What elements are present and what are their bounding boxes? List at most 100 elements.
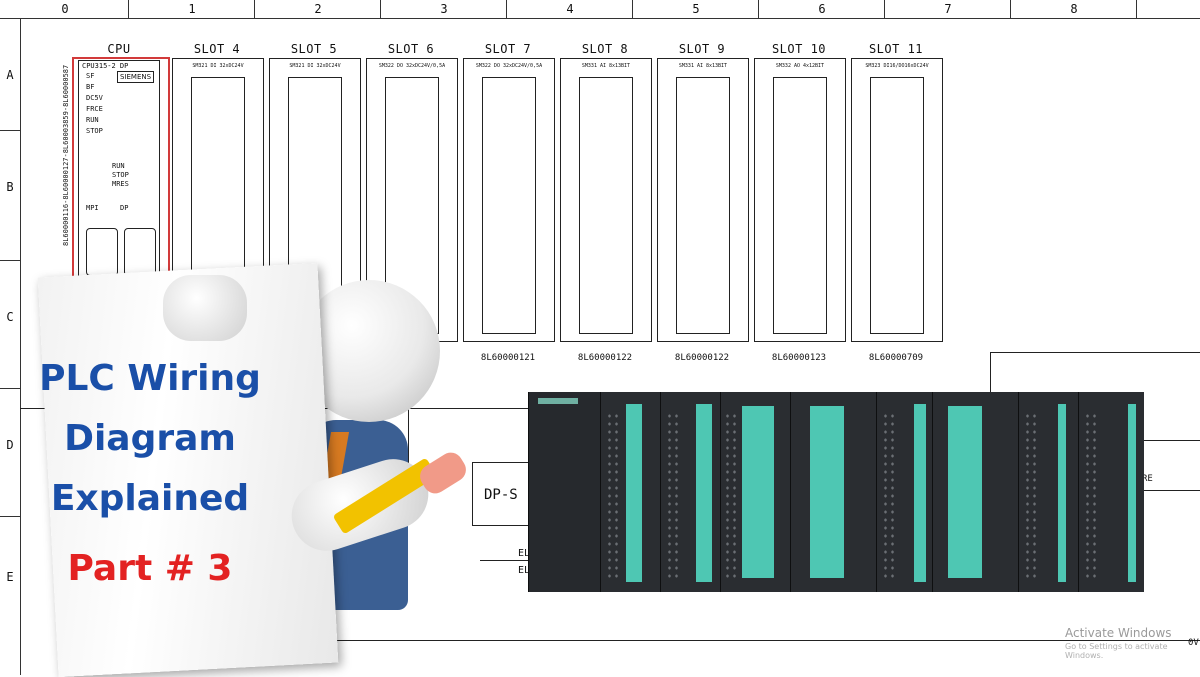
- slot-part-number: 8L60000123: [771, 353, 827, 363]
- column-label: 8: [1070, 2, 1078, 16]
- zero-volt-label: 0V: [1188, 638, 1199, 648]
- terminal-dots: [724, 412, 738, 582]
- column-divider: [632, 0, 633, 18]
- sign-title-line: PLC Wiring: [39, 358, 261, 399]
- slot-title: SLOT 5: [290, 42, 338, 56]
- column-divider: [1010, 0, 1011, 18]
- module-code: SM332 AO 4x12BIT: [775, 63, 825, 69]
- row-divider: [0, 516, 20, 517]
- module-code: SM322 DO 32xDC24V/0,5A: [475, 63, 543, 69]
- wire-line: [1143, 440, 1200, 441]
- module-code: SM321 DI 32xDC24V: [289, 63, 341, 69]
- column-divider: [506, 0, 507, 18]
- module-teal-strip: [1058, 404, 1066, 582]
- column-divider: [254, 0, 255, 18]
- column-divider: [758, 0, 759, 18]
- cpu-switch-label: MRES: [112, 180, 129, 188]
- slot-module: SM322 DO 32xDC24V/0,5A: [463, 58, 555, 342]
- sign-title-line: Explained: [50, 478, 250, 519]
- figure-hand: [163, 275, 247, 341]
- cpu-module: [72, 57, 170, 291]
- cpu-switch-label: STOP: [112, 171, 129, 179]
- slot-module: SM331 AI 8x13BIT: [560, 58, 652, 342]
- module-teal-strip: [810, 406, 844, 578]
- row-label: C: [6, 310, 14, 324]
- sign-part-number: Part # 3: [67, 548, 233, 589]
- column-label: 5: [692, 2, 700, 16]
- column-label: 4: [566, 2, 574, 16]
- cpu-brand-logo: SIEMENS: [117, 71, 155, 83]
- el-label: EL: [518, 565, 531, 576]
- cpu-title: CPU: [107, 42, 131, 56]
- row-divider: [0, 388, 20, 389]
- terminal-dots: [1084, 412, 1098, 582]
- slot-title: SLOT 6: [387, 42, 435, 56]
- slot-module: SM332 AO 4x12BIT: [754, 58, 846, 342]
- slot-title: SLOT 10: [771, 42, 827, 56]
- wire-line: [990, 352, 991, 392]
- module-front-cover: [773, 77, 827, 334]
- slot-part-number: 8L60000122: [674, 353, 730, 363]
- cpu-port-label: DP: [120, 204, 129, 212]
- slot-title: SLOT 11: [868, 42, 924, 56]
- row-label: E: [6, 570, 14, 584]
- module-front-cover: [676, 77, 730, 334]
- activation-watermark-title: Activate Windows: [1065, 626, 1172, 640]
- row-divider: [0, 130, 20, 131]
- column-label: 3: [440, 2, 448, 16]
- column-divider: [128, 0, 129, 18]
- cpu-led-label: SF: [86, 72, 95, 80]
- module-teal-strip: [742, 406, 774, 578]
- module-teal-strip: [696, 404, 712, 582]
- mpi-port-connector: [86, 228, 118, 276]
- module-code: SM322 DO 32xDC24V/0,5A: [378, 63, 446, 69]
- cpu-model: CPU315-2 DP: [82, 62, 129, 70]
- cpu-led-label: DC5V: [86, 94, 103, 102]
- module-front-cover: [870, 77, 924, 334]
- el-label: EL: [518, 548, 531, 559]
- wire-line: [185, 640, 1200, 641]
- column-label: 7: [944, 2, 952, 16]
- row-divider: [0, 260, 20, 261]
- module-teal-strip: [1128, 404, 1136, 582]
- re-label: RE: [1142, 474, 1153, 484]
- terminal-dots: [666, 412, 680, 582]
- activation-watermark-subtitle: Go to Settings to activate Windows.: [1065, 642, 1168, 660]
- rack-cpu-unit: [528, 392, 601, 592]
- wire-line: [1143, 490, 1200, 491]
- slot-part-number: 8L60000122: [577, 353, 633, 363]
- module-code: SM331 AI 8x13BIT: [581, 63, 631, 69]
- module-code: SM321 DI 32xDC24V: [192, 63, 244, 69]
- module-teal-strip: [914, 404, 926, 582]
- cpu-port-label: MPI: [86, 204, 99, 212]
- module-teal-strip: [948, 406, 982, 578]
- wire-line: [408, 408, 409, 468]
- wire-line: [990, 352, 1200, 353]
- slot-module: SM323 DI16/DO16xDC24V: [851, 58, 943, 342]
- column-divider: [1136, 0, 1137, 18]
- module-front-cover: [482, 77, 536, 334]
- column-ruler: 0 1 2 3 4 5 6 7 8: [0, 0, 1200, 19]
- cpu-led-label: STOP: [86, 127, 103, 135]
- row-label: A: [6, 68, 14, 82]
- module-teal-strip: [626, 404, 642, 582]
- slot-module: SM331 AI 8x13BIT: [657, 58, 749, 342]
- terminal-dots: [1024, 412, 1038, 582]
- terminal-dots: [882, 412, 896, 582]
- cpu-label-strip: [538, 398, 578, 404]
- column-label: 2: [314, 2, 322, 16]
- slot-title: SLOT 7: [484, 42, 532, 56]
- column-label: 0: [61, 2, 69, 16]
- row-ruler: A B C D E: [0, 18, 21, 675]
- sign-title-line: Diagram: [64, 418, 236, 459]
- wire-line: [480, 560, 528, 561]
- column-label: 6: [818, 2, 826, 16]
- column-divider: [884, 0, 885, 18]
- module-code: SM323 DI16/DO16xDC24V: [865, 63, 929, 69]
- cpu-led-label: RUN: [86, 116, 99, 124]
- slot-title: SLOT 9: [678, 42, 726, 56]
- slot-part-number: 8L60000121: [480, 353, 536, 363]
- module-code: SM331 AI 8x13BIT: [678, 63, 728, 69]
- terminal-dots: [606, 412, 620, 582]
